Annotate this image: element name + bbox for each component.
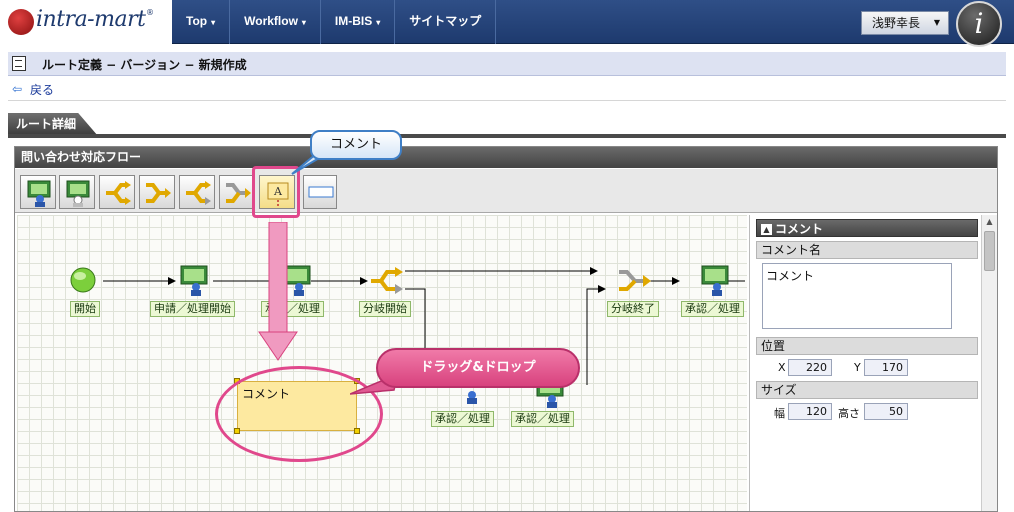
logo-text: intra-mart: [36, 7, 146, 32]
box-line-icon: [308, 186, 334, 198]
back-arrow-icon[interactable]: ⇦: [12, 82, 23, 96]
branch-end-tool[interactable]: [139, 175, 175, 209]
position-label: 位置: [756, 337, 978, 355]
page-title-bar: ルート定義 − バージョン − 新規作成: [8, 52, 1006, 76]
drag-drop-callout: ドラッグ&ドロップ: [376, 348, 580, 388]
properties-header[interactable]: ▲コメント: [756, 219, 978, 237]
page-title: ルート定義 − バージョン − 新規作成: [42, 58, 247, 72]
node-label-start[interactable]: 開始: [70, 301, 100, 317]
width-field[interactable]: 120: [788, 403, 832, 420]
user-name: 浅野幸長: [872, 16, 921, 30]
node-label-approval-2[interactable]: 承認／処理: [431, 411, 494, 427]
start-node-icon[interactable]: [70, 267, 96, 293]
approval-node-icon[interactable]: [282, 265, 312, 297]
user-menu-button[interactable]: 浅野幸長 ▼: [861, 11, 949, 35]
intra-mart-i-logo[interactable]: i: [956, 1, 1002, 47]
caret-down-icon: ▼: [933, 18, 940, 27]
parallel-start-tool[interactable]: [179, 175, 215, 209]
node-label-approval-3[interactable]: 承認／処理: [511, 411, 574, 427]
node-label-branch-start[interactable]: 分岐開始: [359, 301, 411, 317]
back-link[interactable]: 戻る: [30, 83, 55, 97]
nav-top[interactable]: Top▾: [172, 0, 231, 44]
tab-underline: [8, 134, 1006, 138]
approval-node-icon: [27, 180, 51, 207]
document-icon: [12, 56, 26, 71]
logo-registered-mark: ®: [146, 8, 154, 17]
chevron-down-icon: ▾: [301, 18, 306, 27]
x-label: X: [778, 361, 786, 374]
start-node-tool[interactable]: [59, 175, 95, 209]
nav-top-label: Top: [186, 14, 208, 28]
flow-title: 問い合わせ対応フロー: [15, 147, 997, 168]
comment-callout: コメント: [310, 130, 402, 160]
chevron-down-icon: ▾: [376, 18, 381, 27]
nav-sitemap-label: サイトマップ: [409, 14, 482, 28]
branch-start-icon: [106, 181, 131, 205]
comment-icon: A: [267, 182, 289, 206]
apply-node-icon[interactable]: [179, 265, 209, 297]
back-bar: ⇦ 戻る: [8, 77, 1006, 101]
node-palette-toolbar: A: [15, 169, 997, 213]
tab-route-detail[interactable]: ルート詳細: [8, 113, 98, 136]
branch-end-icon: [146, 183, 171, 203]
flow-connectors: [103, 267, 745, 385]
node-label-approval-4[interactable]: 承認／処理: [681, 301, 744, 317]
collapse-icon[interactable]: ▲: [761, 224, 772, 235]
line-tool[interactable]: [303, 175, 337, 209]
comment-tool-highlight: [252, 166, 300, 218]
properties-panel: ▲コメント コメント名 コメント 位置 X 220 Y 170 サイズ 幅 12…: [749, 215, 981, 511]
scroll-up-icon[interactable]: ▲: [986, 217, 993, 226]
intra-mart-logo[interactable]: intra-mart ®: [0, 0, 172, 44]
y-field[interactable]: 170: [864, 359, 908, 376]
flow-editor-panel: 問い合わせ対応フロー A: [14, 146, 998, 512]
scroll-thumb[interactable]: [984, 231, 995, 271]
y-label: Y: [854, 361, 861, 374]
branch-start-node-icon[interactable]: [369, 265, 405, 295]
comment-tool[interactable]: A: [259, 175, 295, 209]
nav-workflow[interactable]: Workflow▾: [230, 0, 321, 44]
comment-name-field[interactable]: コメント: [762, 263, 952, 329]
approval-node-icon[interactable]: [457, 377, 487, 409]
branch-end-node-icon[interactable]: [617, 265, 653, 295]
approval-node-tool[interactable]: [20, 175, 56, 209]
nav-im-bis[interactable]: IM-BIS▾: [321, 0, 396, 44]
logo-mark-icon: [8, 9, 34, 35]
parallel-start-icon: [186, 181, 211, 205]
node-label-apply[interactable]: 申請／処理開始: [150, 301, 235, 317]
header-bar: intra-mart ® Top▾ Workflow▾ IM-BIS▾ サイトマ…: [0, 0, 1014, 47]
branch-start-tool[interactable]: [99, 175, 135, 209]
start-process-icon: [66, 180, 90, 207]
main-nav: Top▾ Workflow▾ IM-BIS▾ サイトマップ: [172, 0, 497, 44]
properties-inner: ▲コメント コメント名 コメント 位置 X 220 Y 170 サイズ 幅 12…: [756, 219, 978, 420]
nav-sitemap[interactable]: サイトマップ: [395, 0, 497, 44]
size-label: サイズ: [756, 381, 978, 399]
properties-title: コメント: [775, 222, 824, 236]
chevron-down-icon: ▾: [211, 18, 216, 27]
node-label-branch-end[interactable]: 分岐終了: [607, 301, 659, 317]
height-label: 高さ: [838, 407, 860, 420]
vertical-scrollbar[interactable]: ▲: [981, 215, 997, 511]
drag-arrow: [258, 222, 298, 361]
approval-node-icon[interactable]: [700, 265, 730, 297]
nav-im-bis-label: IM-BIS: [334, 14, 373, 28]
drop-target-highlight: [215, 366, 383, 462]
parallel-end-icon: [226, 183, 251, 203]
parallel-end-tool[interactable]: [219, 175, 255, 209]
height-field[interactable]: 50: [864, 403, 908, 420]
comment-name-label: コメント名: [756, 241, 978, 259]
width-label: 幅: [774, 407, 785, 420]
x-field[interactable]: 220: [788, 359, 832, 376]
svg-text:A: A: [273, 185, 283, 198]
nav-workflow-label: Workflow: [244, 14, 298, 28]
